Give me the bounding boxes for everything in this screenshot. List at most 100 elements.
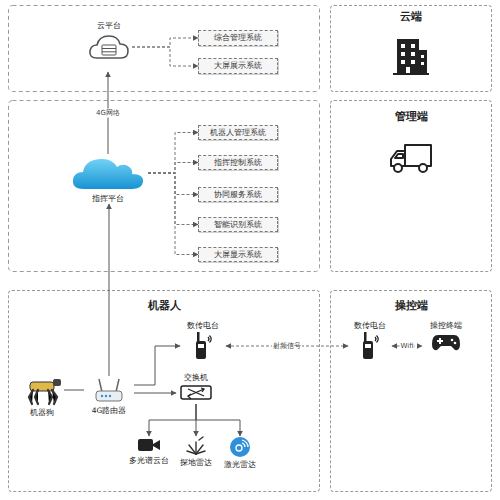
icon-shape [201, 388, 204, 392]
system-box: 大屏显示系统 [198, 247, 278, 262]
zone-panel: 机器人数传电台交换机机器狗 4G路由器多光谱云台探地雷达激光雷达 [8, 290, 320, 492]
system-box: 综合管理系统 [198, 30, 278, 46]
device-label: 指挥平台 [92, 193, 124, 204]
cloud-icon [87, 32, 131, 62]
icon-shape [364, 332, 367, 342]
icon-shape [99, 379, 119, 392]
icon-shape [181, 386, 211, 399]
icon-shape [236, 440, 248, 451]
device-label: 机器狗 [30, 407, 54, 418]
icon-shape [242, 443, 245, 447]
device-node: 4G路由器 [84, 376, 134, 422]
icon-shape [365, 344, 371, 348]
icon-shape [375, 337, 376, 341]
device-node: 操控终端 [422, 320, 470, 362]
icon-shape [411, 60, 415, 64]
icon-shape [395, 154, 403, 158]
icon-shape [397, 39, 419, 74]
router-icon [94, 376, 124, 404]
icon-shape [29, 390, 57, 404]
robot-dog-icon [20, 374, 64, 406]
icon-shape [411, 52, 415, 56]
icon-shape [138, 439, 153, 451]
connector-label: Wifi [399, 342, 414, 351]
device-label: 4G路由器 [92, 405, 127, 416]
truck-icon [387, 141, 435, 175]
device-label: 交换机 [184, 372, 208, 383]
icon-shape [421, 55, 424, 58]
radio-icon [193, 332, 213, 360]
system-box-label: 综合管理系统 [214, 33, 262, 43]
device-node: 指挥平台 [68, 154, 148, 204]
connector-line [149, 404, 196, 436]
device-node: 激光雷达 [218, 436, 262, 476]
device-node: 机器狗 [20, 374, 64, 422]
icon-shape [421, 62, 424, 65]
icon-shape [419, 50, 427, 74]
icon-shape [208, 336, 211, 343]
zone-panel: 管理端 [330, 100, 492, 272]
icon-shape [96, 391, 122, 401]
connector-line [64, 390, 84, 391]
system-box: 大屏展示系统 [198, 58, 278, 74]
icon-shape [432, 335, 460, 350]
icon-shape [377, 336, 379, 343]
device-node: 数传电台 [180, 320, 226, 362]
icon-shape [187, 437, 205, 454]
device-label: 数传电台 [354, 320, 386, 331]
group-panel [9, 6, 320, 92]
radio-icon [360, 332, 380, 360]
icon-shape [73, 159, 143, 189]
icon-shape [101, 395, 111, 397]
icon-shape [411, 44, 415, 48]
icon-shape [99, 379, 102, 392]
icon-shape [375, 336, 378, 343]
icon-shape [102, 51, 116, 52]
icon-shape [188, 388, 204, 399]
device-label: 多光谱云台 [129, 455, 169, 466]
device-label: 云平台 [97, 20, 121, 31]
icon-shape [401, 52, 405, 56]
icon-shape [102, 48, 116, 49]
icon-shape [90, 36, 128, 58]
dashed-connector [132, 47, 198, 66]
connector-label: 4G网络 [95, 109, 121, 118]
icon-shape [454, 342, 457, 345]
panel-heading: 机器人 [9, 299, 319, 313]
device-node: 交换机 [176, 372, 216, 404]
panel-heading: 管理端 [331, 110, 491, 124]
icon-shape [391, 145, 431, 166]
icon-shape [394, 164, 402, 172]
icon-shape [393, 73, 429, 75]
cloud-icon [70, 154, 146, 192]
icon-shape [242, 440, 248, 447]
icon-shape [405, 145, 431, 166]
icon-shape [198, 344, 204, 348]
icon-shape [401, 60, 405, 64]
panel-heading: 操控端 [331, 299, 491, 313]
icon-shape [210, 336, 212, 343]
group-panel [9, 101, 320, 272]
icon-shape [102, 45, 116, 55]
system-box-label: 大屏显示系统 [214, 250, 262, 260]
dashed-connector [148, 173, 198, 255]
device-node: 数传电台 [348, 320, 392, 362]
panel-heading: 云端 [331, 10, 491, 24]
icon-shape [196, 451, 205, 454]
system-box: 协同服务系统 [198, 187, 278, 202]
device-label: 数传电台 [187, 320, 219, 331]
icon-shape [29, 390, 33, 404]
icon-shape [109, 395, 111, 397]
zone-panel: 操控端数传电台 操控终端 [330, 290, 492, 492]
system-box: 指挥控制系统 [198, 155, 278, 170]
icon-shape [116, 379, 119, 392]
building-icon [391, 36, 431, 76]
icon-shape [406, 67, 410, 74]
device-node: 探地雷达 [174, 436, 218, 476]
dashed-connector [148, 173, 198, 195]
icon-shape [199, 437, 203, 440]
icon-shape [52, 390, 57, 404]
icon-shape [401, 44, 405, 48]
icon-shape [101, 395, 103, 397]
